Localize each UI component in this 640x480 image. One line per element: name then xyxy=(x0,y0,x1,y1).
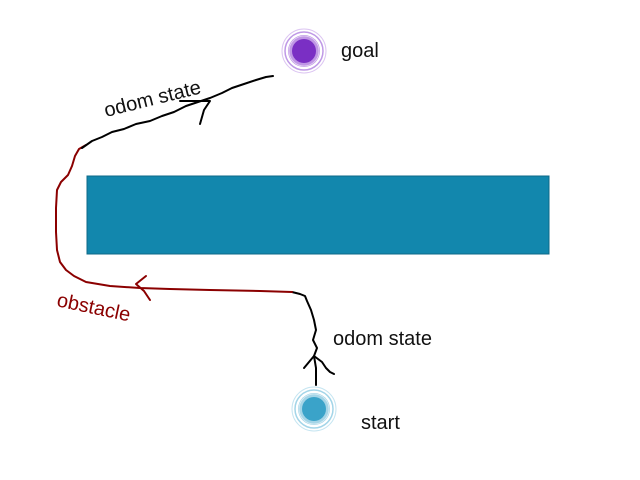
odom-path-top xyxy=(81,75,274,149)
odom-arrow-bottom-icon xyxy=(303,355,335,375)
odom-path-bottom xyxy=(291,291,318,386)
odom-state-label-bottom: odom state xyxy=(333,328,432,350)
start-label: start xyxy=(361,412,400,434)
obstacle-arrow-icon xyxy=(135,275,151,301)
start-marker-icon xyxy=(291,386,337,432)
odom-arrow-top-icon xyxy=(179,100,211,125)
obstacle-path xyxy=(55,144,293,293)
goal-marker-icon xyxy=(281,28,327,74)
goal-label: goal xyxy=(341,40,379,62)
obstacle-block xyxy=(86,175,550,255)
obstacle-label: obstacle xyxy=(55,289,132,326)
odom-state-label-top: odom state xyxy=(102,77,203,122)
